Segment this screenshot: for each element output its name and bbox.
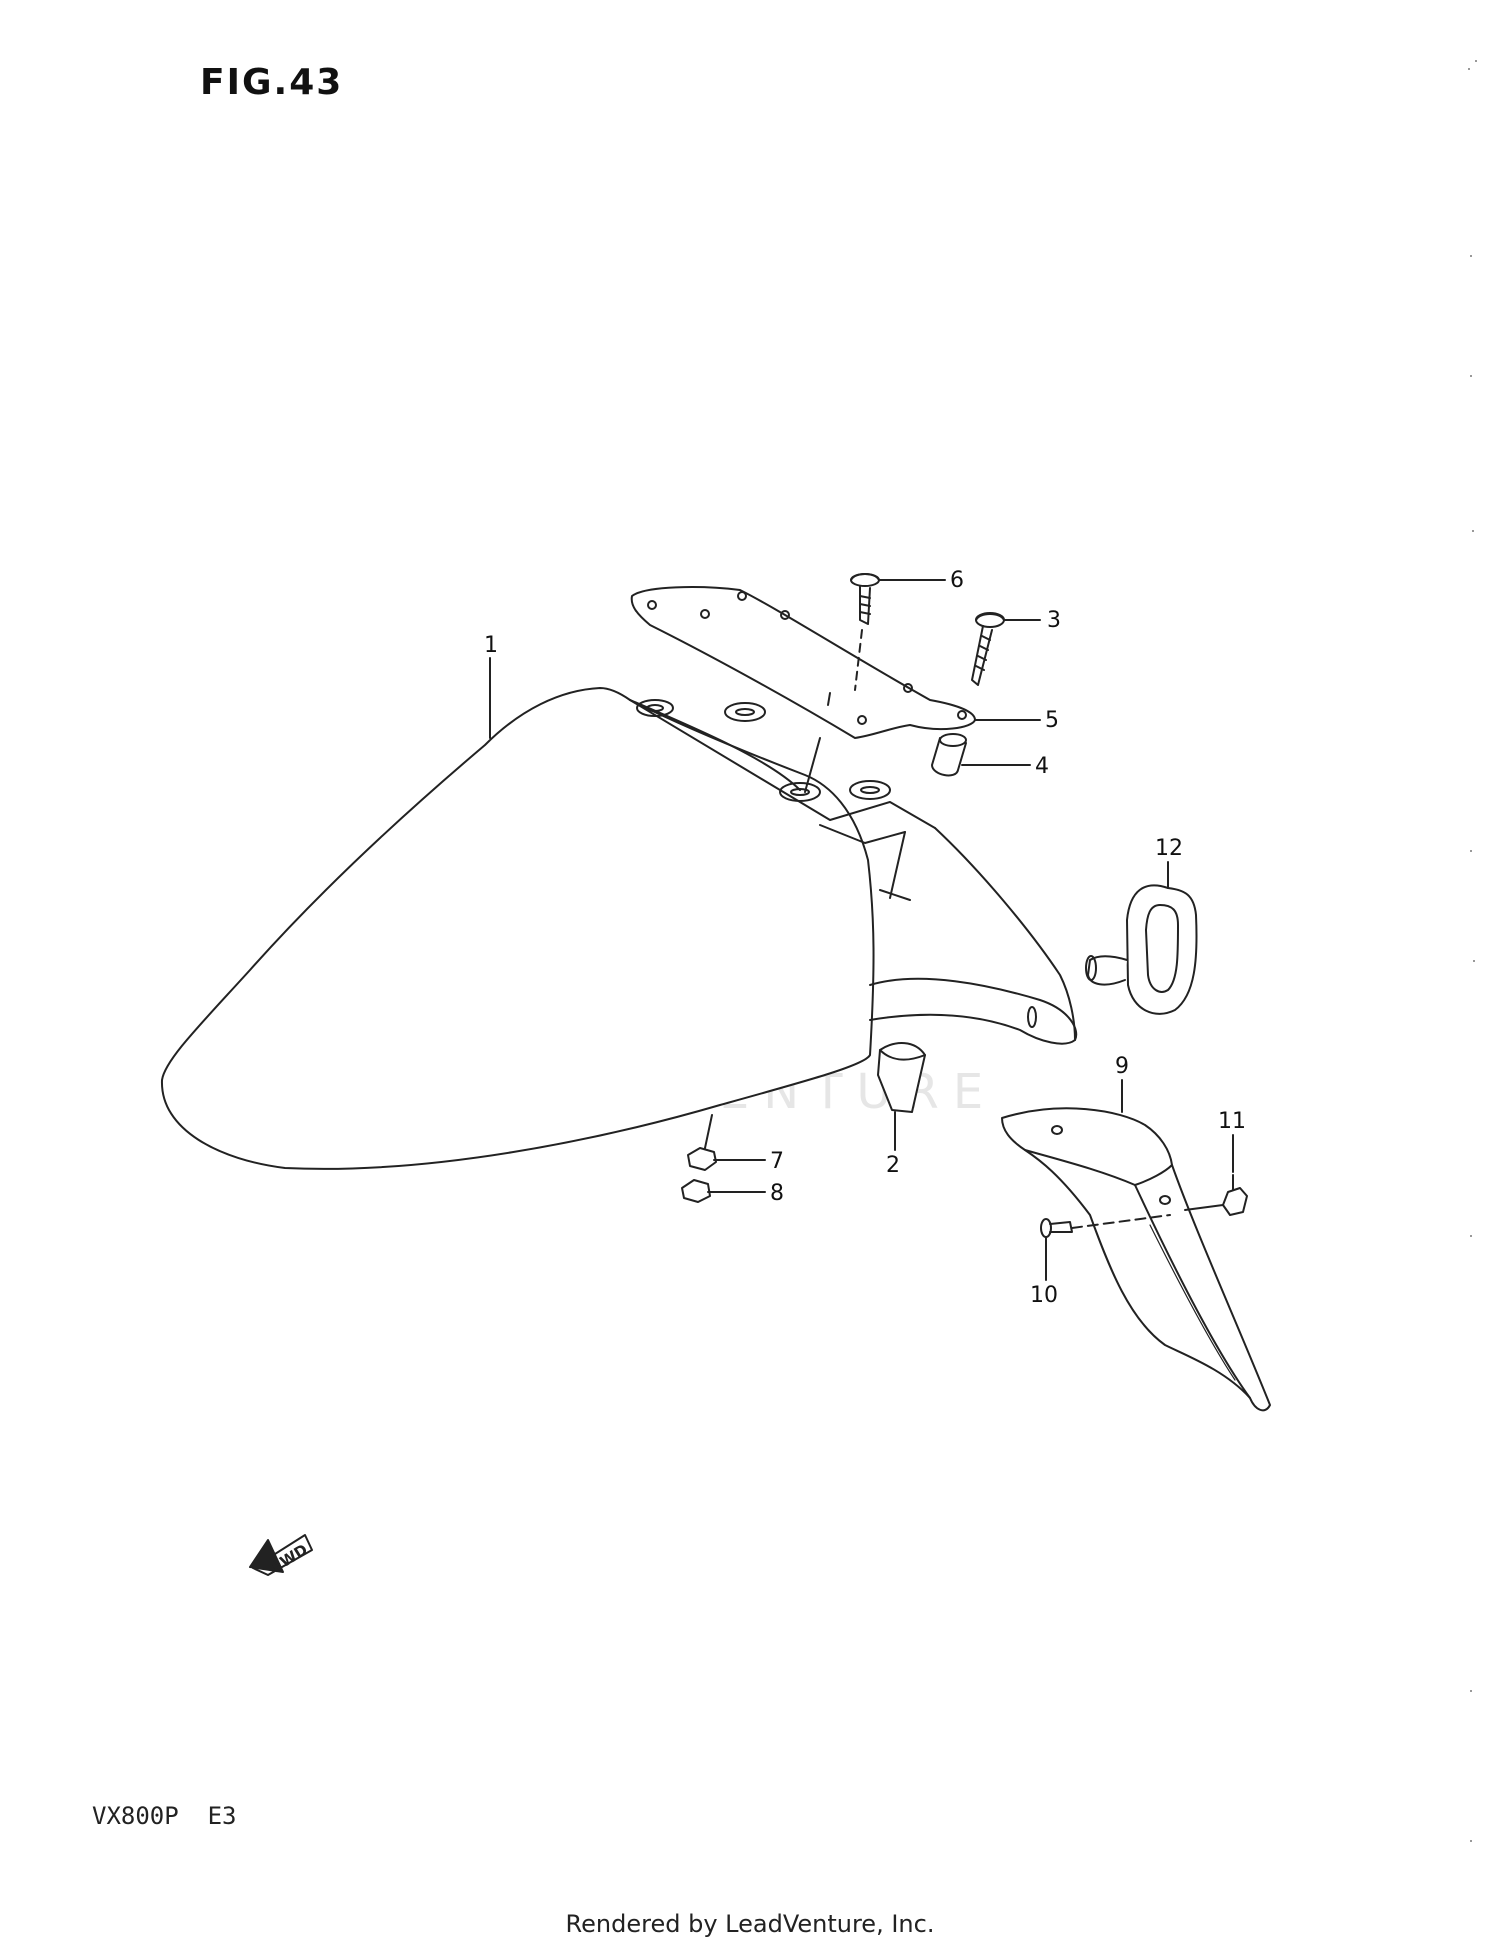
nut-part-11 — [1184, 1134, 1248, 1216]
callout-4: 4 — [1035, 754, 1049, 779]
grommet-part-12 — [1085, 861, 1198, 1015]
scan-mark — [1470, 1235, 1472, 1237]
callout-5: 5 — [1045, 708, 1059, 733]
front-fender-part-1 — [160, 657, 1078, 1170]
scan-mark — [1475, 60, 1477, 62]
callout-11: 11 — [1218, 1109, 1246, 1134]
nut-part-8 — [681, 1179, 766, 1203]
screw-part-3 — [971, 612, 1041, 686]
bracket-plate-part-5 — [630, 586, 1041, 739]
forward-arrow-icon — [249, 1534, 313, 1576]
clip-part-2 — [877, 1042, 926, 1151]
spacer-part-4 — [931, 733, 1031, 777]
callout-12: 12 — [1155, 836, 1183, 861]
callout-9: 9 — [1115, 1054, 1129, 1079]
scan-mark — [1470, 850, 1472, 852]
scan-mark — [1470, 255, 1472, 257]
figure-title: FIG.43 — [200, 62, 344, 103]
callout-3: 3 — [1047, 608, 1061, 633]
callout-6: 6 — [950, 568, 964, 593]
model-code: VX800P E3 — [92, 1802, 237, 1830]
callout-2: 2 — [886, 1153, 900, 1178]
footer-credit: Rendered by LeadVenture, Inc. — [565, 1910, 935, 1938]
scan-mark — [1470, 1840, 1472, 1842]
screw-part-6 — [804, 573, 946, 793]
callout-8: 8 — [770, 1181, 784, 1206]
callout-10: 10 — [1030, 1283, 1058, 1308]
mudguard-extension-part-9 — [1001, 1079, 1271, 1412]
callout-7: 7 — [770, 1149, 784, 1174]
screw-part-10 — [1040, 1214, 1171, 1281]
scan-mark — [1473, 960, 1475, 962]
scan-mark — [1472, 530, 1474, 532]
scan-mark — [1470, 375, 1472, 377]
callout-1: 1 — [484, 633, 498, 658]
nut-part-7 — [687, 1114, 766, 1171]
scan-mark — [1468, 68, 1470, 70]
scan-mark — [1470, 1690, 1472, 1692]
